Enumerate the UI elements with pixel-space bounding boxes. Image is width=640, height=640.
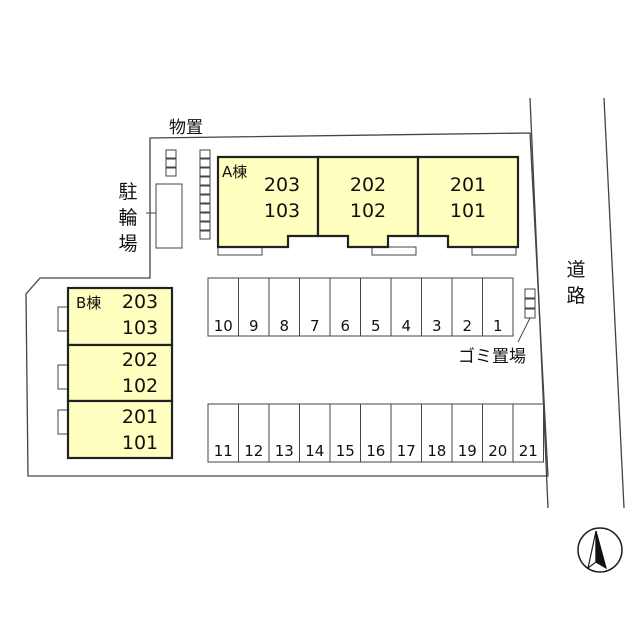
balcony — [57, 306, 69, 332]
unit-upper: 202 — [122, 349, 158, 371]
parking-space-number: 20 — [488, 442, 507, 460]
bike-parking-area — [155, 183, 183, 249]
balcony — [57, 364, 69, 390]
building-b-unit-1[interactable] — [66, 286, 174, 347]
road-edge-right — [603, 97, 625, 509]
building-b: B棟 203 103 202 102 201 101 — [57, 286, 174, 460]
parking-space[interactable] — [299, 277, 331, 337]
parking-space[interactable] — [207, 403, 239, 463]
unit-upper: 203 — [264, 174, 300, 196]
road-label-1: 道 — [566, 259, 585, 281]
parking-space[interactable] — [512, 403, 544, 463]
parking-space-number: 9 — [249, 317, 259, 335]
parking-space[interactable] — [482, 277, 514, 337]
parking-space-number: 10 — [214, 317, 233, 335]
parking-space[interactable] — [421, 277, 453, 337]
balcony — [217, 246, 263, 256]
unit-lower: 103 — [264, 200, 300, 222]
unit-lower: 101 — [450, 200, 486, 222]
unit-lower: 102 — [122, 375, 158, 397]
building-a: A棟 203 103 202 102 201 101 — [216, 155, 520, 256]
parking-space-number: 17 — [397, 442, 416, 460]
unit-upper: 201 — [450, 174, 486, 196]
parking-space[interactable] — [451, 403, 483, 463]
unit-lower: 103 — [122, 317, 158, 339]
parking-space[interactable] — [390, 403, 422, 463]
garbage-label: ゴミ置場 — [458, 346, 526, 367]
building-b-unit-2[interactable] — [66, 343, 174, 403]
parking-space[interactable] — [207, 277, 239, 337]
bike-parking-label-1: 駐 — [118, 181, 137, 203]
bike-parking-label-2: 輪 — [118, 207, 137, 229]
unit-lower: 102 — [350, 200, 386, 222]
building-a-unit-3[interactable] — [416, 155, 520, 249]
garbage-leader — [517, 317, 531, 343]
parking-space-number: 19 — [458, 442, 477, 460]
bike-parking-label-3: 場 — [118, 233, 137, 255]
road-edge-left — [529, 97, 549, 509]
parking-space-number: 16 — [366, 442, 385, 460]
parking-row-top: 10 9 8 7 6 5 4 3 2 1 — [207, 277, 514, 337]
unit-lower: 101 — [122, 432, 158, 454]
site-boundary — [25, 132, 549, 477]
parking-space-number: 3 — [432, 317, 442, 335]
parking-space-number: 11 — [214, 442, 233, 460]
north-arrow-icon — [577, 527, 623, 573]
parking-space[interactable] — [268, 277, 300, 337]
building-a-name: A棟 — [222, 163, 247, 181]
balcony — [57, 409, 69, 435]
building-b-unit-3[interactable] — [66, 399, 174, 460]
garbage-bins-icon — [524, 288, 536, 319]
parking-space-number: 2 — [462, 317, 472, 335]
building-b-name: B棟 — [76, 294, 101, 312]
parking-space[interactable] — [360, 403, 392, 463]
parking-space-number: 14 — [305, 442, 324, 460]
road-label-2: 路 — [566, 285, 585, 307]
parking-space[interactable] — [238, 277, 270, 337]
parking-space-number: 6 — [340, 317, 350, 335]
parking-space-number: 5 — [371, 317, 381, 335]
unit-upper: 202 — [350, 174, 386, 196]
parking-space[interactable] — [268, 403, 300, 463]
parking-space-number: 21 — [519, 442, 538, 460]
unit-upper: 203 — [122, 291, 158, 313]
parking-space[interactable] — [299, 403, 331, 463]
storage-unit-left — [165, 149, 177, 177]
parking-space-number: 8 — [279, 317, 289, 335]
balcony — [371, 246, 417, 256]
parking-space-number: 7 — [310, 317, 320, 335]
parking-space-number: 1 — [493, 317, 503, 335]
storage-unit-right — [199, 149, 211, 240]
parking-space-number: 13 — [275, 442, 294, 460]
parking-space[interactable] — [360, 277, 392, 337]
parking-space[interactable] — [329, 403, 361, 463]
parking-space-number: 4 — [401, 317, 411, 335]
unit-upper: 201 — [122, 406, 158, 428]
storage-label: 物置 — [169, 118, 203, 138]
parking-space[interactable] — [238, 403, 270, 463]
parking-space-number: 18 — [427, 442, 446, 460]
parking-space-number: 12 — [244, 442, 263, 460]
parking-space[interactable] — [390, 277, 422, 337]
parking-space-number: 15 — [336, 442, 355, 460]
balcony — [471, 246, 517, 256]
parking-row-bottom: 11 12 13 14 15 16 17 18 19 20 21 — [207, 403, 544, 463]
